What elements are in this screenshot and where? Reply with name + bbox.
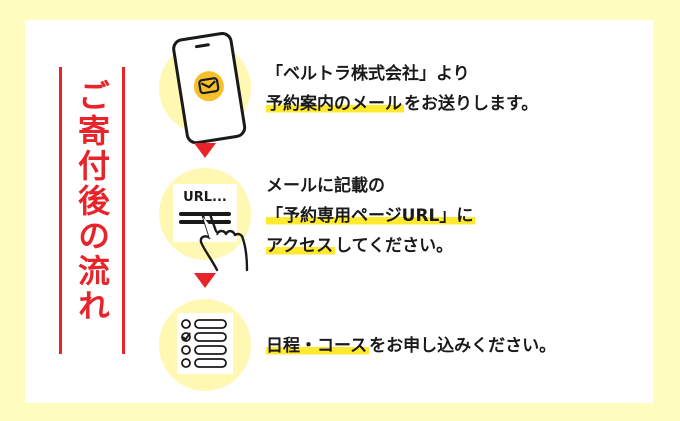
step2-text: メールに記載の 「予約専用ページURL」に アクセスしてください。: [266, 171, 476, 261]
page-title: ご寄付後の流れ: [73, 79, 111, 324]
step3-highlight: 日程・コース: [266, 336, 370, 356]
checklist-form-icon: [177, 313, 233, 374]
title-bar-left: [59, 67, 62, 354]
step2-line1: メールに記載の: [266, 176, 385, 196]
step1-highlight: 予約案内のメール: [266, 94, 404, 114]
step2-highlight-1: 「予約専用ページURL」に: [266, 206, 476, 226]
step1-line2: 予約案内のメールをお送りします。: [266, 94, 539, 114]
down-arrow-icon: [194, 273, 216, 288]
step2-line3: アクセスしてください。: [266, 236, 454, 256]
step2-highlight-2: アクセス: [266, 236, 336, 256]
title-bar-right: [122, 67, 125, 354]
smartphone-mail-icon: [172, 32, 247, 145]
step3-line1: 日程・コースをお申し込みください。: [266, 336, 557, 356]
step3-text: 日程・コースをお申し込みください。: [266, 331, 556, 361]
step1-text: 「ベルトラ株式会社」より 予約案内のメールをお送りします。: [266, 59, 538, 119]
tap-hand-icon: [199, 212, 249, 272]
down-arrow-icon: [194, 143, 216, 158]
vertical-title-block: ご寄付後の流れ: [59, 67, 125, 354]
url-card-label: URL...: [183, 190, 227, 205]
step2-line2: 「予約専用ページURL」に: [266, 201, 476, 231]
step1-line1: 「ベルトラ株式会社」より: [266, 64, 470, 84]
